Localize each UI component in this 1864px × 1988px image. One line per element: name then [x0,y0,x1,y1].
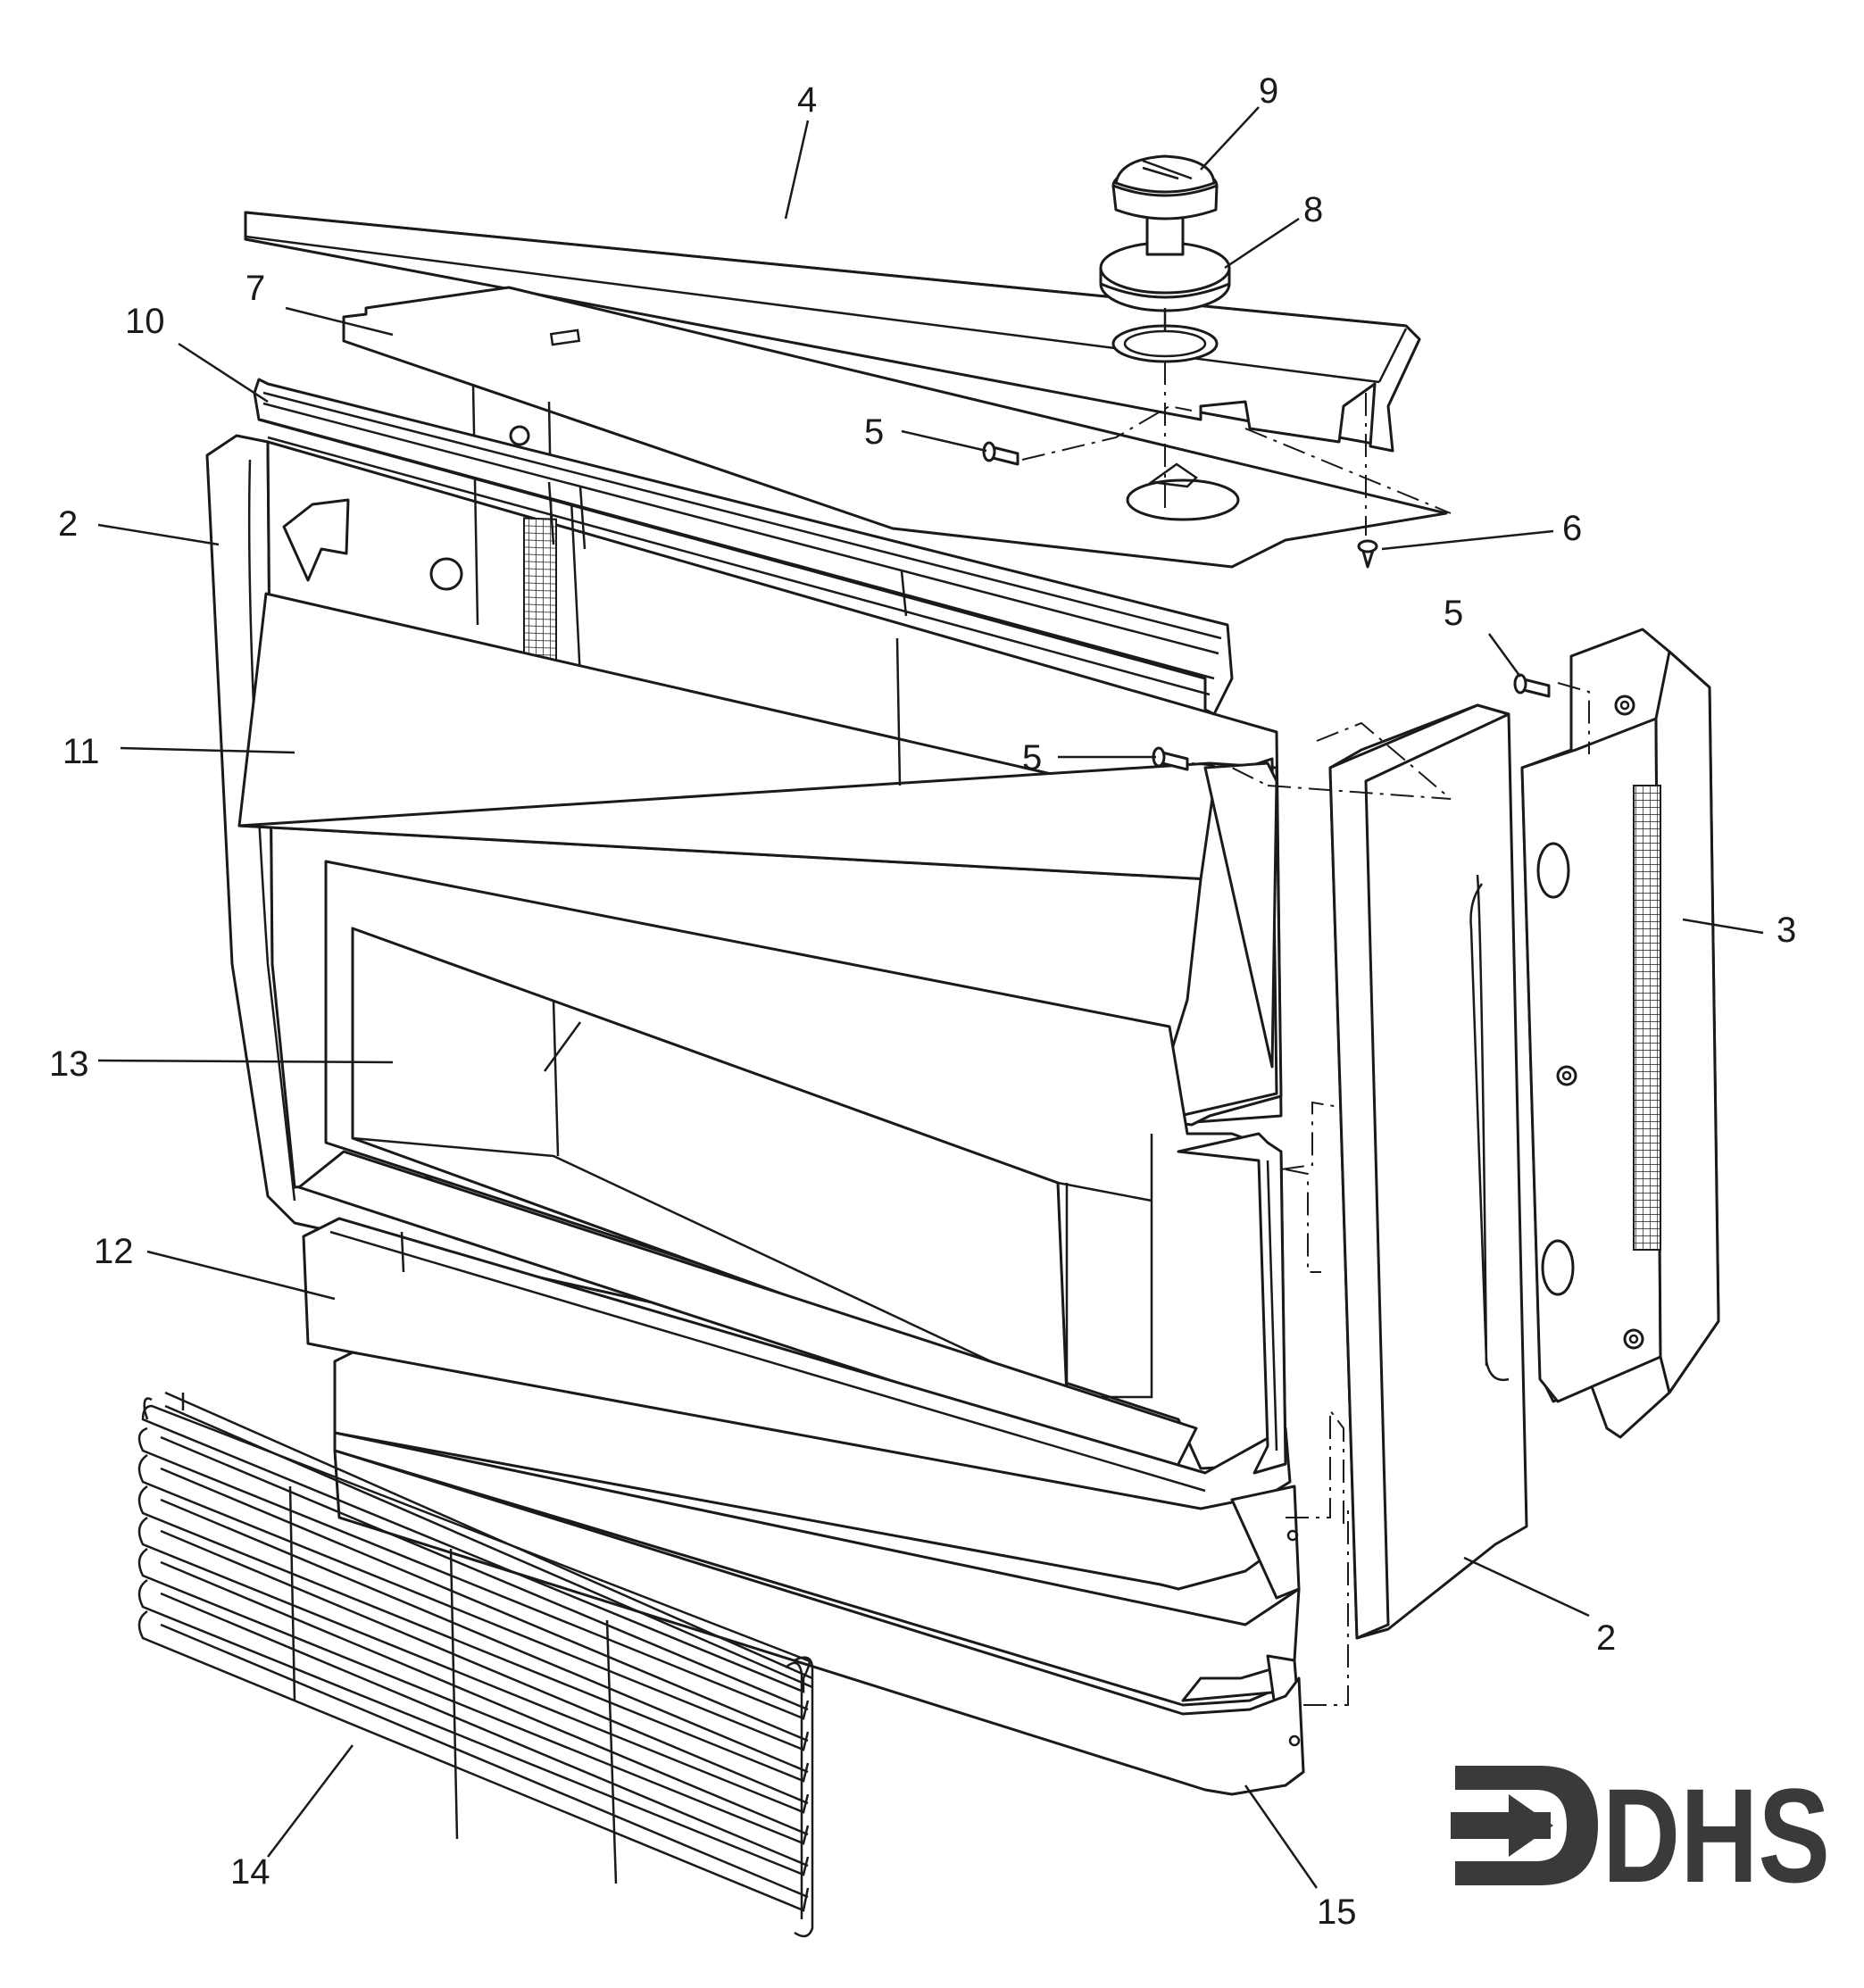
label-part-9: 9 [1259,71,1278,111]
label-part-4: 4 [797,80,817,120]
assembly-lines [1021,362,1590,1706]
label-part-3: 3 [1777,911,1796,950]
label-part-2-left: 2 [58,504,78,544]
label-part-14: 14 [230,1852,270,1892]
label-part-11: 11 [62,732,100,771]
outer-side-panel-part-3 [1520,628,1720,1439]
front-side-frame [1177,761,1287,1475]
bottom-tray-part-15 [333,1351,1305,1796]
leader-lines [97,106,1764,1889]
top-cover-part-4 [244,211,1421,453]
front-grille-part-14 [137,1391,814,1938]
side-panel-right-part-2 [1328,703,1528,1640]
label-part-10: 10 [125,302,165,341]
label-part-5-b: 5 [1444,594,1463,633]
top-grille-part-10 [253,378,1234,716]
knob-assembly [1099,154,1231,363]
label-part-13: 13 [49,1044,89,1084]
sub-panel-part-7 [342,286,1448,569]
label-part-5-a: 5 [864,412,884,452]
dhs-logo-text: DHS [1602,1760,1830,1910]
label-part-8: 8 [1303,190,1323,229]
screw-part-6 [1357,539,1378,569]
label-part-6: 6 [1562,509,1582,548]
label-part-5-c: 5 [1022,738,1042,778]
screw-part-5-a [982,441,1019,466]
dhs-logo: DHS [1451,1760,1830,1910]
screw-part-5-b [1513,673,1551,698]
label-part-7: 7 [245,269,265,308]
label-part-12: 12 [94,1232,134,1271]
upper-front-panel-part-11 [237,498,1283,1127]
label-part-15: 15 [1317,1892,1357,1932]
label-part-2-right: 2 [1596,1618,1616,1658]
